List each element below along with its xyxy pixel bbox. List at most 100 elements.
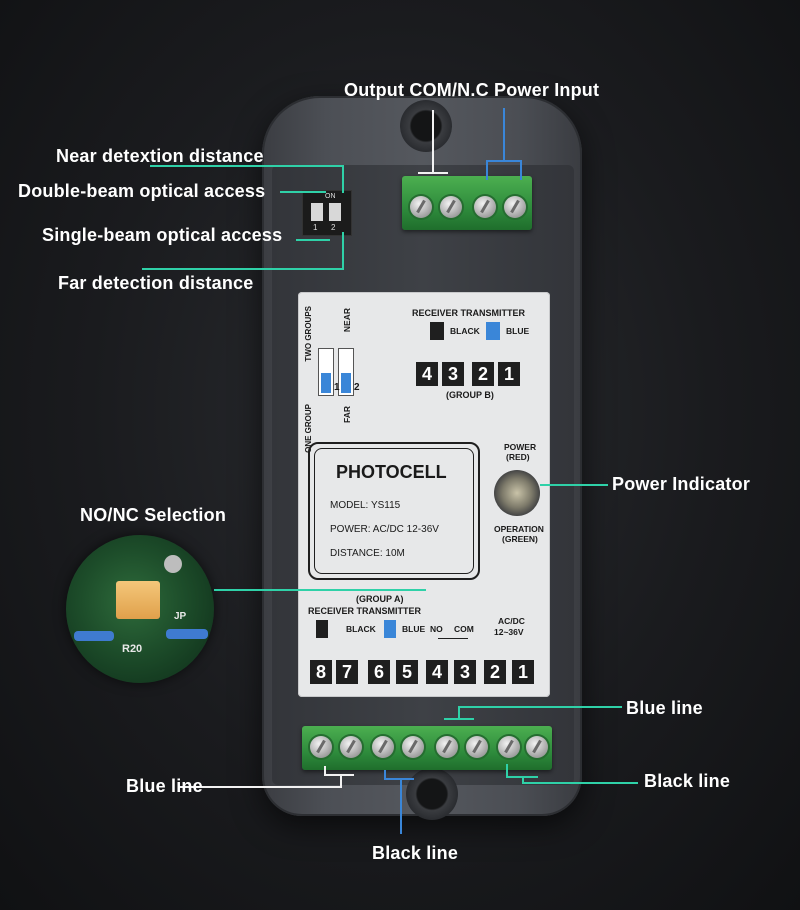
far-label: FAR — [342, 406, 352, 423]
screw[interactable] — [504, 196, 526, 218]
leader-black-bottom — [400, 778, 402, 834]
leader-blue-left — [324, 766, 326, 776]
callout-black-line-bottom: Black line — [372, 843, 459, 863]
power-indicator-led — [494, 470, 540, 516]
callout-single-beam: Single-beam optical access — [42, 225, 283, 245]
relay-switch-symbol — [438, 638, 468, 651]
bracket-line — [432, 110, 434, 172]
screw[interactable] — [410, 196, 432, 218]
terminal-label: 2 — [484, 660, 506, 684]
pcb-component — [164, 555, 182, 573]
operation-label-2: (GREEN) — [502, 534, 538, 544]
group-b-blue-label: BLUE — [506, 326, 530, 336]
screw[interactable] — [466, 736, 488, 758]
leader-black-bottom — [384, 778, 414, 780]
screw[interactable] — [526, 736, 548, 758]
screw[interactable] — [440, 196, 462, 218]
callout-near-detection: Near detextion distance — [56, 146, 264, 166]
switch-2-label: 2 — [354, 382, 360, 393]
dip-switch[interactable]: ON 1 2 — [302, 190, 352, 236]
distance-text: DISTANCE: 10M — [330, 548, 405, 559]
pcb-text-r20: R20 — [122, 643, 143, 655]
terminal-label: 4 — [416, 362, 438, 386]
dip-position-1: 1 — [313, 223, 318, 232]
callout-blue-line-left: Blue line — [126, 776, 203, 796]
two-groups-label: TWO GROUPS — [304, 306, 313, 362]
leader-near — [150, 165, 342, 167]
terminal-label: 1 — [512, 660, 534, 684]
leader-far — [142, 268, 344, 270]
leader-blue-right — [458, 706, 622, 708]
screw[interactable] — [372, 736, 394, 758]
bottom-terminal-block — [302, 726, 552, 770]
group-a-blue-label: BLUE — [402, 624, 426, 634]
leader-near — [342, 165, 344, 193]
callout-power-input: Power Input — [494, 80, 600, 100]
switch-1-label: 1 — [334, 382, 340, 393]
leader-black-bottom — [384, 770, 386, 780]
leader-blue-right — [444, 718, 474, 720]
label-panel: TWO GROUPS NEAR 1 2 ONE GROUP FAR RECEIV… — [298, 292, 550, 697]
group-b-label: (GROUP B) — [446, 390, 494, 400]
power-text: POWER: AC/DC 12-36V — [330, 524, 439, 535]
dip-lever-1[interactable] — [311, 203, 323, 221]
group-a-header: RECEIVER TRANSMITTER — [308, 606, 422, 616]
leader-black-right — [522, 776, 524, 784]
terminal-label: 3 — [454, 660, 476, 684]
leader-blue-left — [340, 774, 342, 788]
callout-double-beam: Double-beam optical access — [18, 181, 266, 201]
terminal-label: 4 — [426, 660, 448, 684]
info-box: PHOTOCELL MODEL: YS115 POWER: AC/DC 12-3… — [308, 442, 480, 580]
callout-no-nc-selection: NO/NC Selection — [80, 505, 227, 525]
dip-position-2: 2 — [331, 223, 336, 232]
pcb-text-jp: JP — [174, 611, 187, 622]
screw[interactable] — [310, 736, 332, 758]
switch-slot-2 — [338, 348, 354, 396]
bracket-line — [503, 108, 505, 160]
no-nc-jumper-inset: R20 JP — [66, 535, 214, 683]
screw[interactable] — [498, 736, 520, 758]
dip-on-label: ON — [325, 193, 336, 200]
screw[interactable] — [402, 736, 424, 758]
leader-black-right — [506, 764, 508, 778]
leader-single — [296, 239, 330, 241]
receiver-b-icon — [430, 322, 444, 340]
resistor — [74, 631, 114, 641]
mounting-hole-bottom — [406, 768, 458, 820]
terminal-label: 7 — [336, 660, 358, 684]
bracket-line — [418, 172, 448, 174]
bracket-line — [486, 160, 522, 162]
terminal-label: 6 — [368, 660, 390, 684]
jumper-cap — [116, 581, 160, 619]
resistor — [166, 629, 208, 639]
leader-black-right — [522, 782, 638, 784]
leader-power — [540, 484, 608, 486]
callout-blue-line-right: Blue line — [626, 698, 703, 718]
leader-blue-left — [178, 786, 340, 788]
leader-blue-right — [458, 706, 460, 720]
leader-far — [342, 232, 344, 270]
callout-power-indicator: Power Indicator — [612, 474, 751, 494]
no-label: NO — [430, 624, 443, 634]
terminal-label: 8 — [310, 660, 332, 684]
group-a-label: (GROUP A) — [356, 594, 404, 604]
group-b-header: RECEIVER TRANSMITTER — [412, 308, 526, 318]
group-b-black-label: BLACK — [450, 326, 480, 336]
screw[interactable] — [340, 736, 362, 758]
dip-lever-2[interactable] — [329, 203, 341, 221]
bracket-line — [520, 160, 522, 180]
screw[interactable] — [436, 736, 458, 758]
receiver-a-icon — [316, 620, 328, 638]
callout-black-line-right: Black line — [644, 771, 731, 791]
bracket-line — [486, 160, 488, 180]
screw[interactable] — [474, 196, 496, 218]
callout-far-detection: Far detection distance — [58, 273, 254, 293]
transmitter-a-icon — [384, 620, 396, 638]
near-label: NEAR — [342, 308, 352, 333]
terminal-label: 1 — [498, 362, 520, 386]
power-led-label-2: (RED) — [506, 452, 530, 462]
terminal-label: 2 — [472, 362, 494, 386]
top-terminal-block — [402, 176, 532, 230]
mounting-hole-top — [400, 100, 452, 152]
leader-no-nc — [214, 589, 426, 591]
